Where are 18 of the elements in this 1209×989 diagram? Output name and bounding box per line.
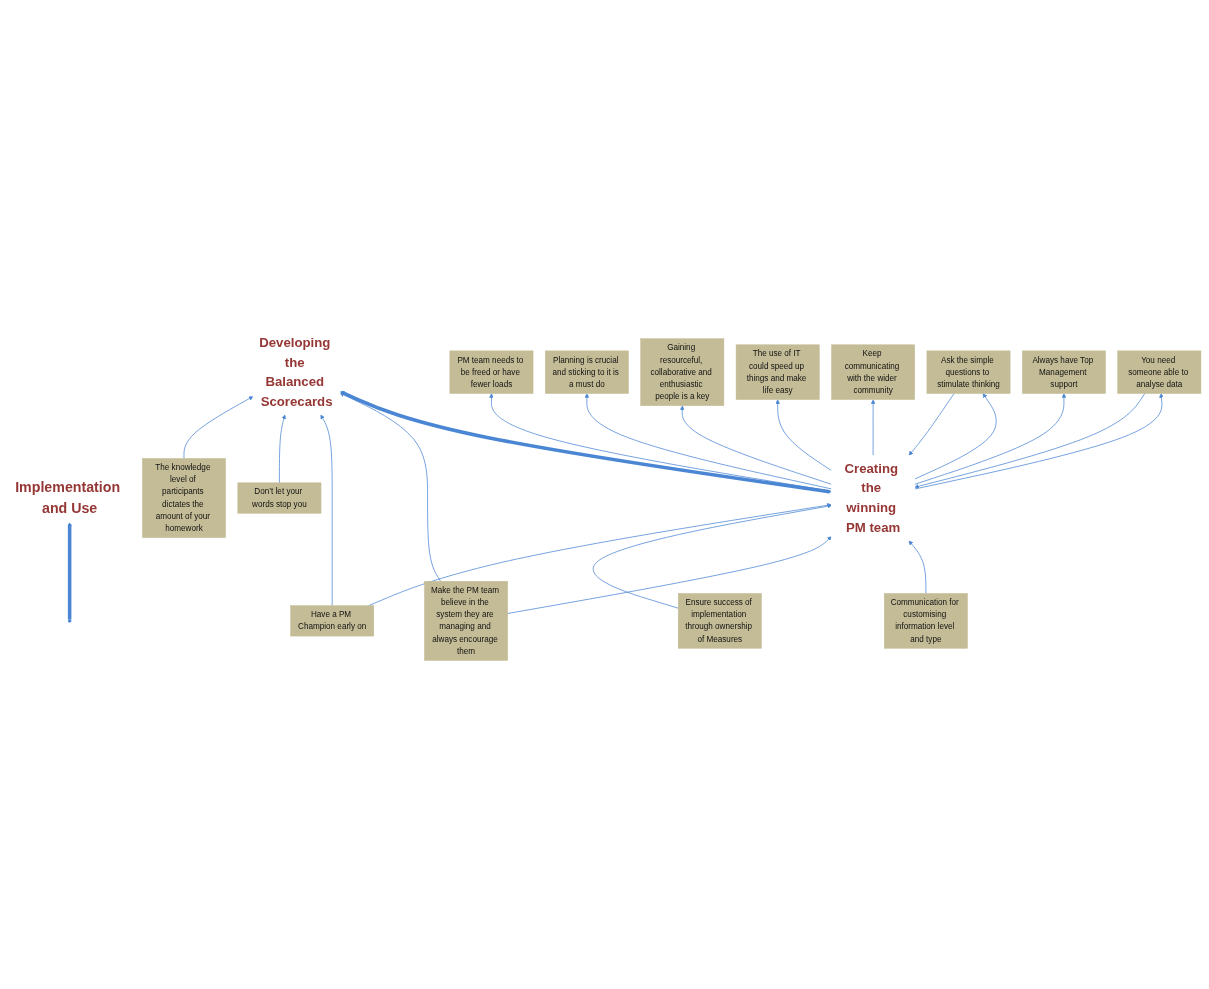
- node-box: Communication for customising information level and type: [883, 592, 968, 648]
- node-box: Keep communicating with the wider community: [830, 344, 915, 400]
- node-text: Implementation and Use: [14, 478, 120, 516]
- node-box: Gaining resourceful, collaborative and enthusiastic people is a key: [639, 337, 724, 406]
- node-box: Have a PM Champion early on: [289, 604, 374, 636]
- node-box: The knowledge level of participants dictates the amount of your homework: [141, 457, 226, 538]
- node-box: PM team needs to be freed or have fewer loads: [449, 350, 533, 394]
- node-box: Always have Top Management support: [1021, 350, 1106, 394]
- node-box: The use of IT could speed up things and make life easy: [735, 344, 820, 400]
- node-box: Ensure success of implementation through ownership of Measures: [677, 592, 762, 648]
- node-box: You need someone able to analyse data: [1116, 350, 1201, 394]
- node-text: Creating the winning PM team: [844, 459, 900, 535]
- node-box: Planning is crucial and sticking to it is a must do: [544, 350, 629, 394]
- arrow: [66, 521, 72, 619]
- node-text: Developing the Balanced Scorecards: [258, 334, 333, 409]
- node-box: Don’t let your words stop you: [237, 482, 321, 514]
- node-box: Ask the simple questions to stimulate thinking: [926, 350, 1010, 394]
- node-box: Make the PM team believe in the system they are managing and always encourage them: [423, 580, 508, 661]
